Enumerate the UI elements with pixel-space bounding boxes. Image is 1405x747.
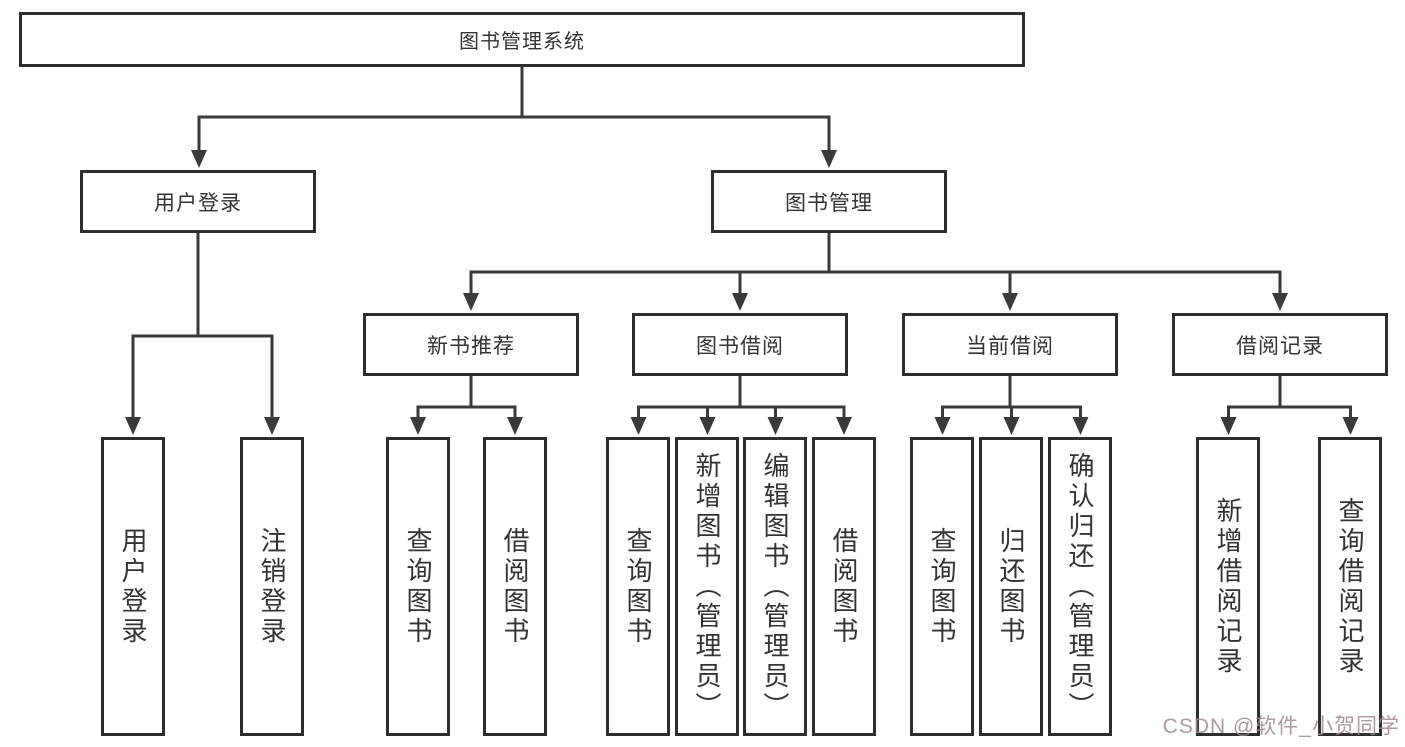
node-label: 图书借阅 xyxy=(696,334,784,358)
node-label: 查询图书 xyxy=(403,526,433,647)
node-label: 新书推荐 xyxy=(427,334,515,358)
node-label: 图书管理系统 xyxy=(459,31,585,53)
node-label: 注销登录 xyxy=(257,526,287,647)
node-label: 用户登录 xyxy=(154,191,242,215)
node-label: 当前借阅 xyxy=(966,334,1054,358)
node-book-borrow: 图书借阅 xyxy=(632,313,848,376)
node-current-borrow: 当前借阅 xyxy=(902,313,1118,376)
node-label: 借阅图书 xyxy=(829,526,859,647)
leaf-add-borrow-record: 新增借阅记录 xyxy=(1196,437,1260,736)
connector-borrow-records-split xyxy=(1227,376,1352,418)
connector-book-borrow-split xyxy=(637,376,846,418)
leaf-query-books-recommend: 查询图书 xyxy=(386,437,450,736)
node-user-login-branch: 用户登录 xyxy=(80,170,316,233)
leaf-edit-book-admin: 编辑图书（管理员） xyxy=(743,437,807,736)
node-library-management-system: 图书管理系统 xyxy=(19,12,1025,67)
node-label: 查询图书 xyxy=(623,526,653,647)
node-label: 借阅记录 xyxy=(1236,334,1324,358)
connector-root-split xyxy=(197,67,831,151)
node-label: 确认归还（管理员） xyxy=(1065,451,1095,722)
node-label: 归还图书 xyxy=(996,526,1026,647)
connector-user-login-split xyxy=(131,233,274,418)
watermark: CSDN @软件_小贺同学 xyxy=(1162,715,1400,738)
leaf-add-book-admin: 新增图书（管理员） xyxy=(675,437,739,736)
leaf-logout: 注销登录 xyxy=(240,437,304,736)
leaf-query-books-borrow: 查询图书 xyxy=(606,437,670,736)
arrowheads xyxy=(125,150,1359,435)
node-label: 查询图书 xyxy=(927,526,957,647)
node-label: 查询借阅记录 xyxy=(1335,496,1365,677)
node-label: 新增图书（管理员） xyxy=(692,451,722,722)
connector-current-borrow-split xyxy=(941,376,1082,418)
leaf-return-book: 归还图书 xyxy=(979,437,1043,736)
node-label: 图书管理 xyxy=(785,191,873,215)
leaf-query-books-current: 查询图书 xyxy=(910,437,974,736)
node-label: 新增借阅记录 xyxy=(1213,496,1243,677)
leaf-query-borrow-record: 查询借阅记录 xyxy=(1318,437,1382,736)
node-new-book-recommend: 新书推荐 xyxy=(363,313,579,376)
connector-new-book-split xyxy=(416,376,517,418)
node-borrow-records: 借阅记录 xyxy=(1172,313,1388,376)
node-label: 编辑图书（管理员） xyxy=(760,451,790,722)
node-book-management: 图书管理 xyxy=(711,170,947,233)
leaf-user-login: 用户登录 xyxy=(101,437,165,736)
node-label: 借阅图书 xyxy=(500,526,530,647)
leaf-confirm-return-admin: 确认归还（管理员） xyxy=(1048,437,1112,736)
node-label: 用户登录 xyxy=(118,526,148,647)
leaf-borrow-books: 借阅图书 xyxy=(812,437,876,736)
leaf-borrow-books-recommend: 借阅图书 xyxy=(483,437,547,736)
connector-book-mgmt-split xyxy=(469,233,1282,294)
